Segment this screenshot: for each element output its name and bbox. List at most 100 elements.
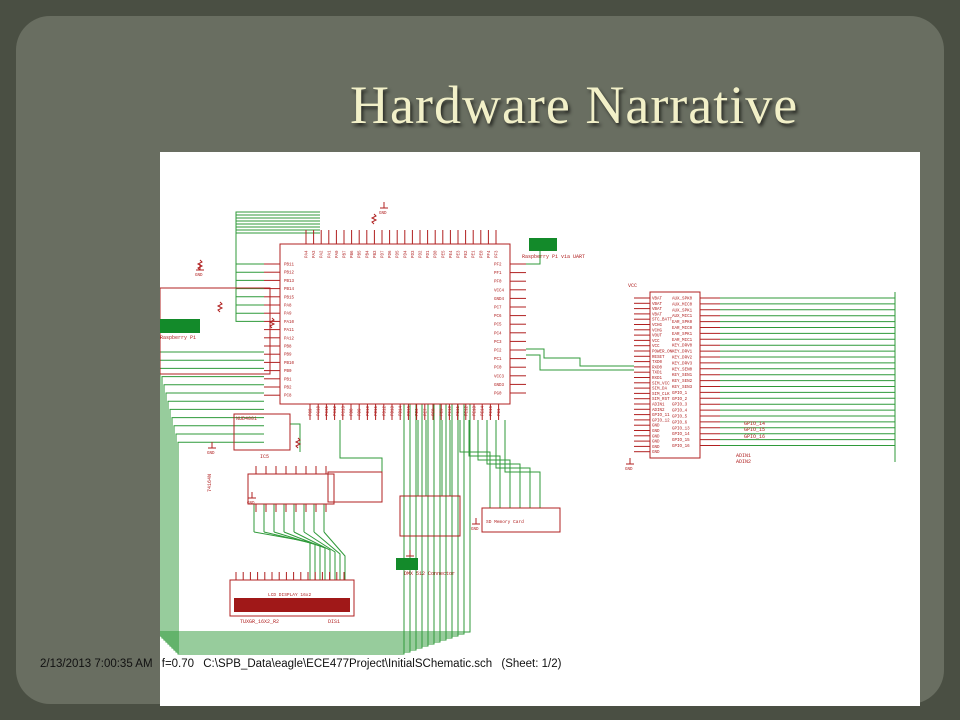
module-left-pin-label: VCHG: [652, 329, 663, 333]
mcu-bottom-return: [167, 400, 435, 645]
mcu-chip: [279, 243, 511, 405]
module-left-pin-label: TXD1: [652, 372, 663, 376]
mcu-top-pin-label: PD7: [382, 250, 386, 258]
module-right-pin-label: AUX_SPK0: [672, 298, 693, 302]
resistor: [268, 317, 276, 329]
gnd-label: GND: [625, 468, 633, 472]
mcu-top-pin-label: PF4: [488, 250, 492, 258]
lcd-ref-label: DIS1: [328, 619, 340, 625]
adin1-label: ADIN1: [736, 453, 751, 459]
mcu-left-bus: [235, 229, 320, 314]
mcu-bottom-pin-label: PE11: [457, 405, 461, 416]
mcu-top-pin-label: PB5: [359, 250, 363, 258]
mcu-top-pin-label: PF3: [496, 250, 500, 258]
mcu-top-pin-label: PE0: [480, 250, 484, 258]
module-left-pin-label: RXD0: [652, 366, 663, 370]
mcu-right-pin-label: PF2: [494, 264, 502, 268]
mcu-top-pin-label: PB4: [366, 250, 370, 258]
lcd-character-area: [234, 598, 350, 612]
mcu-right-pin-label: PC0: [494, 367, 502, 371]
mcu-bottom-pin-label: PD13: [392, 405, 396, 416]
mcu-bottom-return: [165, 392, 441, 643]
gnd-label: GND: [471, 528, 479, 532]
module-left-pin-label: GND: [652, 441, 660, 445]
mcu-top-pin-label: PE1: [473, 250, 477, 258]
gnd-label: GND: [195, 274, 203, 278]
mcu-right-pin-label: VCC4: [494, 289, 505, 293]
lcd-data-wire: [303, 531, 336, 580]
mcu-top-pin-label: PA1: [328, 250, 332, 258]
gpio15-label: GPIO_15: [744, 427, 765, 433]
mcu-top-pin-label: PD6: [389, 250, 393, 258]
regulator-wire: [290, 423, 301, 452]
vcc-label: VCC: [628, 283, 637, 289]
mcu-top-pin-label: PA4: [306, 250, 310, 258]
mcu-left-bus: [235, 226, 320, 306]
footer-timestamp: 2/13/2013 7:00:35 AM: [40, 658, 153, 670]
mcu-bottom-pin-label: PE15: [490, 405, 494, 416]
gpio14-label: GPIO_14: [744, 421, 765, 427]
mcu-top-pin-label: PB6: [351, 250, 355, 258]
mcu-right-pin-label: PC5: [494, 324, 502, 328]
regulator-label: NUD4001: [236, 416, 257, 422]
mcu-top-pin-label: PA3: [313, 250, 317, 258]
module-right-pin-label: GPIO_15: [672, 439, 690, 443]
module-right-pin-label: GPIO_16: [672, 445, 690, 449]
mcu-left-bus: [235, 232, 320, 322]
module-right-pin-label: GPIO_6: [672, 421, 688, 425]
module-right-pin-label: KEY_DRV2: [672, 357, 693, 361]
mcu-top-pin-label: PD1: [427, 250, 431, 258]
module-left-pin-label: RESET: [652, 356, 665, 360]
module-right-pin-label: AUX_SPK1: [672, 309, 693, 313]
module-right-pin-label: GPIO_1: [672, 392, 688, 396]
sd-wire: [495, 420, 531, 508]
mcu-bottom-return: [160, 359, 465, 635]
mcu-bottom-return: [160, 351, 471, 633]
module-left-pin-label: GPIO_12: [652, 419, 670, 423]
module-left-pin-label: VCC: [652, 345, 660, 349]
module-right-pin-label: GPIO_14: [672, 433, 690, 437]
mcu-right-pin-label: VCC3: [494, 375, 505, 379]
lcd-data-wire: [323, 531, 346, 580]
optocoupler: [327, 471, 383, 503]
mcu-bottom-pin-label: PE13: [474, 405, 478, 416]
module-left-pin-label: SIM_RST: [652, 398, 670, 402]
lcd-data-wire: [313, 531, 341, 580]
module-right-pin-label: EAR_MIC0: [672, 327, 693, 331]
shift-register: [247, 473, 335, 505]
module-right-pin-label: GPIO_5: [672, 416, 688, 420]
mcu-left-pin-label: PB1: [284, 378, 292, 382]
oscillator-chip-block: [160, 287, 271, 375]
mcu-top-pin-label: PA2: [321, 250, 325, 258]
mcu-bottom-return: [163, 384, 447, 641]
mcu-top-pin-label: PD2: [420, 250, 424, 258]
module-left-pin-label: GND: [652, 446, 660, 450]
gnd-label: GND: [379, 212, 387, 216]
raspberry-pi-label: Raspberry Pi: [160, 335, 196, 341]
mcu-left-pin-label: PA10: [284, 321, 295, 325]
module-left-pin-label: GND: [652, 451, 660, 455]
module-left-pin-label: GND: [652, 425, 660, 429]
gpio16-label: GPIO_16: [744, 434, 765, 440]
uart-cell-wire: [526, 354, 634, 371]
module-right-pin-label: KEY_SEN3: [672, 386, 693, 390]
module-right-pin-label: KEY_DRV3: [672, 362, 693, 366]
mcu-left-pin-label: PA11: [284, 329, 295, 333]
mcu-top-pin-label: PE4: [450, 250, 454, 258]
mcu-top-pin-label: PE3: [458, 250, 462, 258]
mcu-left-pin-label: PA9: [284, 313, 292, 317]
module-right-pin-label: AUX_MIC1: [672, 315, 693, 319]
module-right-pin-label: GPIO_4: [672, 410, 688, 414]
module-right-pin-label: AUX_MIC0: [672, 303, 693, 307]
lcd-data-wire: [273, 531, 321, 580]
mcu-top-pin-label: PD4: [404, 250, 408, 258]
module-left-pin-label: POWER_ON: [652, 351, 673, 355]
mcu-left-pin-label: PB12: [284, 272, 295, 276]
module-left-pin-label: GND: [652, 435, 660, 439]
module-left-pin-label: VBAT: [652, 303, 663, 307]
mcu-left-bus: [235, 223, 320, 298]
dmx-connector: [396, 558, 418, 570]
schematic-diagram: PB11PB12PB13PB14PB15PA8PA9PA10PA11PA12PB…: [160, 202, 896, 655]
dmx-label: DMX 512 Connector: [404, 571, 455, 577]
mcu-left-pin-label: PB10: [284, 362, 295, 366]
